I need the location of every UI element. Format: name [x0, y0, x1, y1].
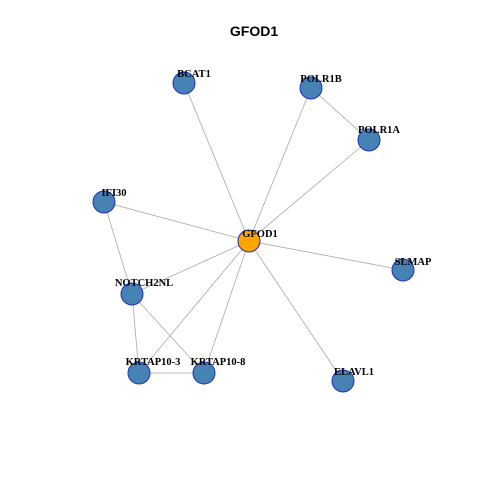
node-bcat1 [172, 71, 196, 95]
node-slmap [391, 258, 415, 282]
edge-gfod1-notch2nl [131, 240, 250, 295]
edge-notch2nl-krtap10-3 [131, 293, 140, 374]
node-elavl1 [331, 369, 355, 393]
node-polr1a [357, 128, 381, 152]
node-gfod1 [237, 229, 261, 253]
edge-gfod1-slmap [248, 240, 404, 271]
edge-gfod1-polr1a [248, 139, 370, 242]
edge-polr1b-polr1a [310, 87, 370, 141]
edge-gfod1-krtap10-8 [203, 240, 250, 374]
node-label-gfod1: GFOD1 [242, 229, 278, 240]
edge-gfod1-ifi30 [103, 201, 250, 242]
node-label-elavl1: ELAVL1 [334, 367, 374, 378]
node-krtap10-8 [192, 361, 216, 385]
edge-gfod1-krtap10-3 [138, 240, 250, 374]
node-label-bcat1: BCAT1 [177, 69, 211, 80]
node-notch2nl [120, 282, 144, 306]
node-label-krtap10-3: KRTAP10-3 [126, 357, 181, 368]
node-polr1b [299, 76, 323, 100]
node-label-slmap: SLMAP [395, 257, 432, 268]
node-label-polr1b: POLR1B [300, 74, 341, 85]
node-label-notch2nl: NOTCH2NL [115, 278, 173, 289]
node-label-krtap10-8: KRTAP10-8 [191, 357, 246, 368]
edge-gfod1-polr1b [248, 87, 312, 242]
nodes-layer [92, 71, 415, 393]
edge-ifi30-notch2nl [103, 201, 133, 295]
graph-title: GFOD1 [230, 23, 278, 39]
edge-notch2nl-krtap10-8 [131, 293, 205, 374]
node-label-ifi30: IFI30 [101, 188, 126, 199]
node-ifi30 [92, 190, 116, 214]
edge-gfod1-elavl1 [248, 240, 344, 382]
node-krtap10-3 [127, 361, 151, 385]
edge-gfod1-bcat1 [183, 82, 250, 242]
node-label-polr1a: POLR1A [358, 125, 400, 136]
